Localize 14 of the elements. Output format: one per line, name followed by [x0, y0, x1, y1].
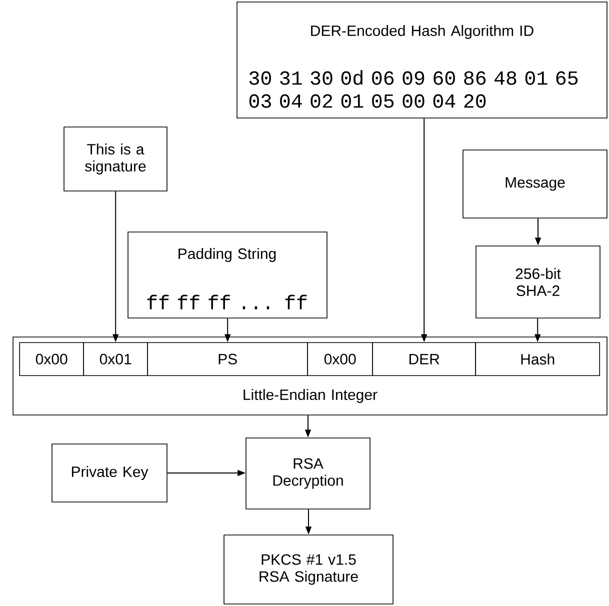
output-box: PKCS #1 v1.5 RSA Signature	[224, 534, 394, 604]
field-cell: 0x00	[19, 342, 84, 376]
input-box: Message	[462, 150, 608, 218]
key-box: Private Key	[52, 444, 168, 502]
process-box: RSA Decryption	[246, 438, 370, 510]
field-cell: 0x01	[83, 342, 148, 376]
field-cell: 0x00	[307, 342, 373, 376]
der-box: DER-Encoded Hash Algorithm ID 30 31 30 0d 06 09 60 86 48 01 65 03 04 02 01 05 00 04 20	[236, 2, 608, 118]
field-cell: DER	[372, 342, 476, 376]
padding-box: Padding String ff ff ff ... ff	[128, 232, 328, 318]
field-cell: PS	[147, 342, 308, 376]
field-cell: Hash	[475, 342, 600, 376]
hash-box: 256-bit SHA-2	[476, 246, 600, 318]
input-box: This is a signature	[64, 126, 168, 192]
